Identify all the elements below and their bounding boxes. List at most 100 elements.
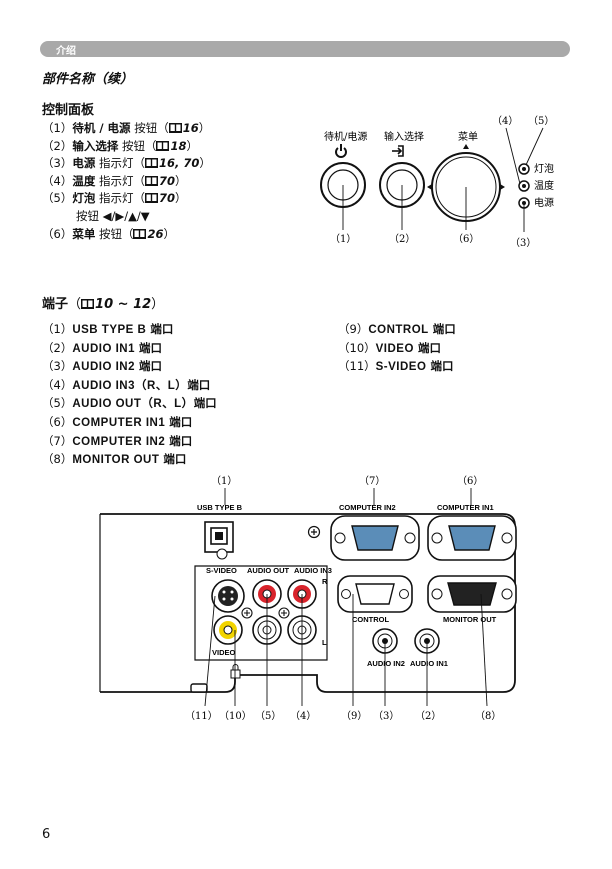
item-ref: 16, 70 bbox=[158, 156, 200, 171]
terminal-item: （11）S-VIDEO 端口 bbox=[338, 358, 456, 377]
item-number: （3） bbox=[42, 359, 73, 374]
item-number: （5） bbox=[42, 191, 73, 206]
control-panel-heading: 控制面板 bbox=[42, 103, 95, 118]
item-name: 待机 / 电源 bbox=[72, 121, 131, 135]
book-icon bbox=[81, 299, 95, 309]
terminal-item: （3）AUDIO IN2 端口 bbox=[42, 358, 217, 377]
terminals-left-list: （1）USB TYPE B 端口（2）AUDIO IN1 端口（3）AUDIO … bbox=[42, 321, 217, 470]
control-panel-item: （3）电源 指示灯（ 16, 70） bbox=[42, 155, 211, 173]
terminal-panel-figure: （1） （7） （6） USB TYPE B COMPUTER IN2 COMP… bbox=[99, 475, 517, 722]
item-name: COMPUTER IN1 bbox=[72, 416, 166, 429]
computer-in1-label: COMPUTER IN1 bbox=[437, 503, 494, 512]
terminal-item: （2）AUDIO IN1 端口 bbox=[42, 340, 217, 359]
bottom-callout-8: （8） bbox=[475, 710, 501, 722]
video-port[interactable] bbox=[213, 615, 243, 645]
item-number: （5） bbox=[42, 396, 73, 411]
book-icon bbox=[144, 158, 158, 169]
audio-out-l-port[interactable] bbox=[252, 615, 282, 645]
item-suffix: 按钮（ bbox=[130, 121, 169, 135]
terminals-ref-open: （ bbox=[68, 297, 82, 312]
control-panel-item: （6）菜单 按钮（26） bbox=[42, 226, 211, 244]
item-number: （3） bbox=[42, 156, 73, 171]
audio-in2-label: AUDIO IN2 bbox=[367, 659, 405, 668]
computer-in2-port[interactable] bbox=[330, 515, 420, 561]
item-end: ） bbox=[198, 121, 211, 135]
item-ref: 18 bbox=[170, 138, 187, 153]
monitor-out-port[interactable] bbox=[427, 575, 517, 613]
item-suffix: 端口 bbox=[165, 414, 193, 429]
callout-4: （4） bbox=[492, 115, 518, 127]
control-panel-item: （2）输入选择 按钮（18） bbox=[42, 138, 211, 156]
terminal-item: （7）COMPUTER IN2 端口 bbox=[42, 433, 217, 452]
computer-in1-port[interactable] bbox=[427, 515, 517, 561]
item-name: AUDIO IN3（R、L） bbox=[72, 379, 188, 392]
lamp-indicator bbox=[518, 163, 530, 175]
item-suffix: 端口 bbox=[134, 340, 162, 355]
item-number: （7） bbox=[42, 433, 73, 448]
item-suffix: 指示灯（ bbox=[95, 173, 145, 188]
item-name: VIDEO bbox=[375, 342, 414, 355]
input-select-icon bbox=[392, 145, 404, 157]
item-suffix: 按钮 ◀/▶/▲/▼ bbox=[76, 208, 150, 223]
book-icon bbox=[168, 123, 182, 133]
callout-2: （2） bbox=[389, 233, 415, 245]
item-name: USB TYPE B bbox=[72, 324, 147, 336]
item-name: MONITOR OUT bbox=[72, 454, 160, 467]
item-ref: 16 bbox=[182, 121, 199, 135]
audio-in3-label: AUDIO IN3 bbox=[294, 566, 332, 575]
item-suffix: 指示灯（ bbox=[95, 156, 145, 171]
usb-type-b-port[interactable] bbox=[204, 521, 234, 560]
lock-icon bbox=[230, 664, 241, 679]
item-number: （4） bbox=[42, 173, 73, 188]
item-end: ） bbox=[175, 173, 187, 188]
item-ref: 70 bbox=[158, 191, 175, 206]
terminals-ref-close: ） bbox=[151, 297, 165, 312]
computer-in2-label: COMPUTER IN2 bbox=[339, 503, 396, 512]
menu-label: 菜单 bbox=[458, 131, 478, 143]
security-slot bbox=[190, 683, 208, 693]
item-end: ） bbox=[199, 156, 211, 171]
item-name: S-VIDEO bbox=[375, 361, 427, 374]
item-ref: 26 bbox=[147, 226, 164, 241]
item-number: （2） bbox=[42, 138, 73, 153]
video-label: VIDEO bbox=[212, 648, 236, 657]
terminal-item: （6）COMPUTER IN1 端口 bbox=[42, 414, 217, 433]
item-number: （11） bbox=[338, 359, 376, 374]
audio-in1-label: AUDIO IN1 bbox=[410, 659, 448, 668]
item-suffix: 端口 bbox=[159, 452, 187, 467]
top-callout-6: （6） bbox=[457, 475, 483, 487]
usb-label: USB TYPE B bbox=[197, 503, 243, 512]
item-name: 菜单 bbox=[72, 226, 96, 241]
callout-5: （5） bbox=[528, 115, 554, 127]
control-panel-item: 按钮 ◀/▶/▲/▼ bbox=[42, 208, 211, 226]
item-suffix: 按钮（ bbox=[118, 138, 157, 153]
right-arrow-icon bbox=[500, 184, 505, 190]
item-name: AUDIO IN2 bbox=[72, 361, 135, 374]
section-header-bar: 介绍 bbox=[40, 41, 570, 57]
bottom-callout-5: （5） bbox=[255, 710, 281, 722]
terminals-right-list: （9）CONTROL 端口（10）VIDEO 端口（11）S-VIDEO 端口 bbox=[338, 321, 456, 377]
item-suffix: 端口 bbox=[413, 340, 441, 355]
bottom-callout-4: （4） bbox=[290, 710, 316, 722]
bottom-callout-3: （3） bbox=[373, 710, 399, 722]
item-name: AUDIO OUT（R、L） bbox=[72, 398, 194, 411]
control-panel-list: （1）待机 / 电源 按钮（16）（2）输入选择 按钮（18）（3）电源 指示灯… bbox=[42, 120, 211, 243]
item-name: 温度 bbox=[72, 173, 96, 188]
power-indicator-label: 电源 bbox=[534, 196, 554, 209]
left-arrow-icon bbox=[427, 184, 432, 190]
control-label: CONTROL bbox=[352, 615, 389, 624]
terminal-item: （10）VIDEO 端口 bbox=[338, 340, 456, 359]
control-port[interactable] bbox=[337, 575, 413, 613]
terminals-ref: 10 ~ 12 bbox=[95, 297, 152, 312]
book-icon bbox=[156, 140, 170, 151]
item-name: AUDIO IN1 bbox=[72, 342, 135, 355]
item-name: 电源 bbox=[72, 156, 96, 171]
item-number: （4） bbox=[42, 377, 73, 392]
monitor-out-label: MONITOR OUT bbox=[443, 615, 497, 624]
l-channel-label: L bbox=[322, 638, 327, 647]
item-suffix: 端口 bbox=[134, 359, 162, 374]
terminal-item: （5）AUDIO OUT（R、L）端口 bbox=[42, 395, 217, 414]
terminal-item: （8）MONITOR OUT 端口 bbox=[42, 451, 217, 470]
item-end: ） bbox=[175, 191, 187, 206]
s-video-port[interactable] bbox=[211, 579, 245, 613]
